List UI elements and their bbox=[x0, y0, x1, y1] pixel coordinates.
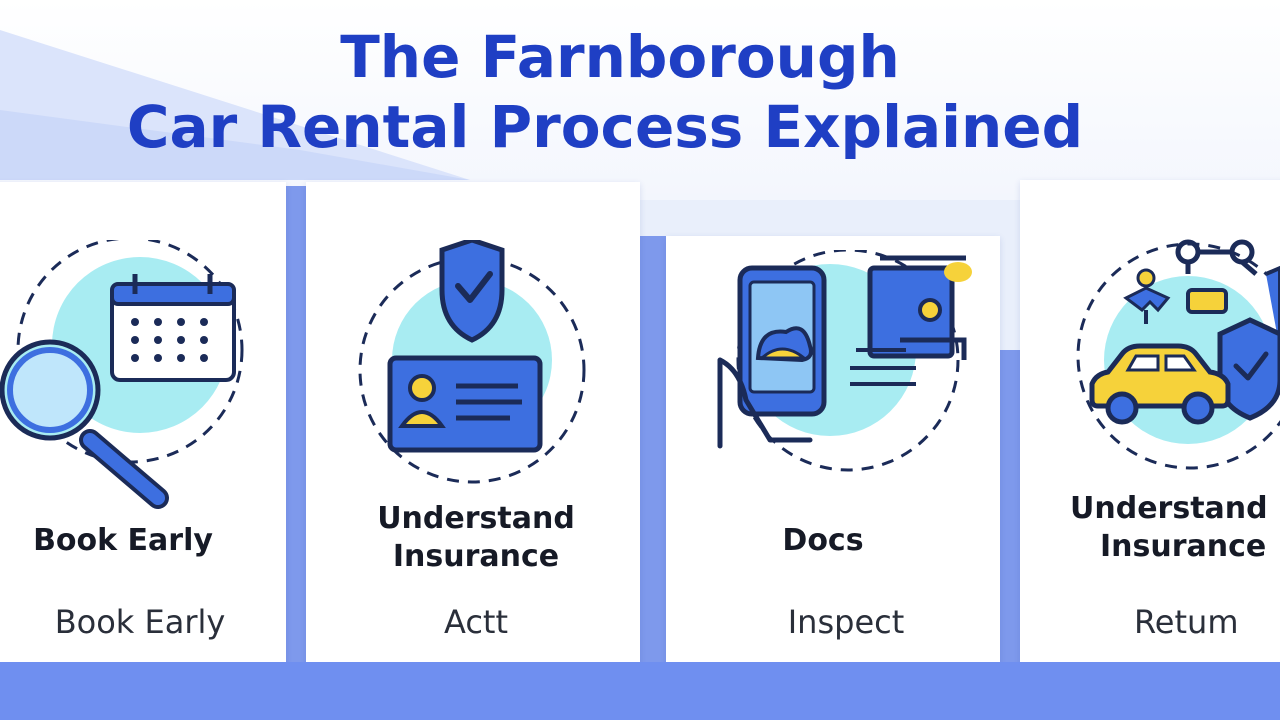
step-1-heading: Book Early bbox=[33, 523, 213, 558]
step-2-caption: Actt bbox=[443, 603, 508, 641]
divider-panel bbox=[286, 186, 306, 662]
title-line-1: The Farnborough bbox=[340, 23, 900, 91]
car-shield-icon bbox=[1076, 239, 1280, 470]
calendar-search-icon bbox=[0, 240, 244, 509]
step-3-caption: Inspect bbox=[787, 603, 905, 641]
step-3-heading: Docs bbox=[782, 523, 864, 558]
step-1-caption: Book Early bbox=[54, 603, 226, 641]
page-title: The Farnborough Car Rental Process Expla… bbox=[0, 22, 1280, 162]
insurance-id-card-icon bbox=[358, 240, 586, 484]
step-4-heading-line-2: Insurance bbox=[1100, 529, 1267, 564]
step-2-heading-line-2: Insurance bbox=[392, 539, 560, 574]
phone-documents-icon bbox=[717, 250, 972, 472]
divider-panel bbox=[640, 236, 666, 662]
title-line-2: Car Rental Process Explained bbox=[126, 93, 1084, 161]
step-2-heading-line-1: Understand bbox=[377, 501, 575, 536]
footer-band bbox=[0, 662, 1280, 720]
divider-panel bbox=[1000, 350, 1020, 662]
step-4-heading-line-1: Understand bbox=[1070, 491, 1268, 526]
step-4-caption: Retum bbox=[1134, 603, 1239, 641]
